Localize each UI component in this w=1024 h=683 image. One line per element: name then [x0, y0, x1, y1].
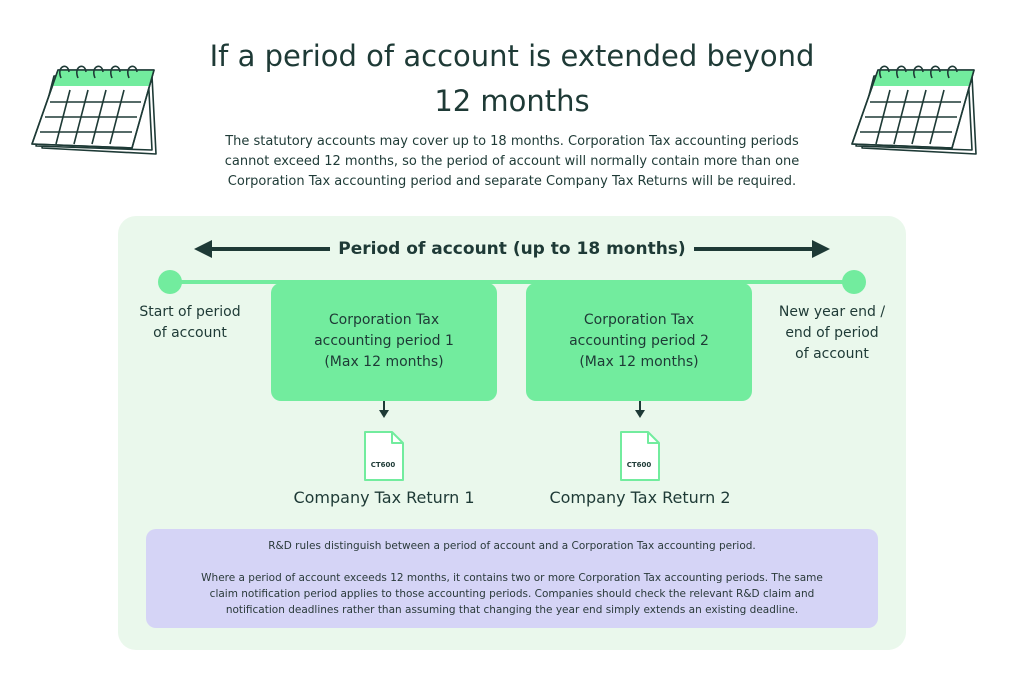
ap2-line-2: accounting period 2	[569, 333, 709, 349]
start-of-period-label: Start of period of account	[128, 302, 252, 344]
ap1-line-1: Corporation Tax	[328, 312, 440, 328]
company-tax-return-2-label: Company Tax Return 2	[549, 488, 731, 507]
note-line-2: claim notification period applies to tho…	[209, 588, 815, 600]
ap1-line-3: (Max 12 months)	[324, 354, 444, 370]
timeline-start-dot	[158, 270, 182, 294]
intro-text: The statutory accounts may cover up to 1…	[190, 132, 834, 192]
down-arrow-1	[379, 401, 389, 418]
period-of-account-label: Period of account (up to 18 months)	[338, 239, 686, 259]
accounting-period-2-box: Corporation Tax accounting period 2 (Max…	[526, 283, 752, 401]
document-icon	[620, 431, 660, 481]
intro-line-2: cannot exceed 12 months, so the period o…	[224, 154, 800, 169]
start-label-line-1: Start of period	[139, 304, 241, 320]
note-paragraph-1: R&D rules distinguish between a period o…	[268, 540, 756, 552]
note-line-3: notification deadlines rather than assum…	[225, 604, 799, 616]
ap2-line-3: (Max 12 months)	[579, 354, 699, 370]
start-label-line-2: of account	[153, 325, 227, 341]
note-paragraph-2: Where a period of account exceeds 12 mon…	[170, 570, 854, 618]
title-line-1: If a period of account is extended beyon…	[209, 39, 815, 73]
timeline	[158, 270, 866, 294]
period-arrow	[194, 240, 830, 258]
title-line-2: 12 months	[434, 84, 590, 118]
ap2-line-1: Corporation Tax	[583, 312, 695, 328]
intro-line-1: The statutory accounts may cover up to 1…	[225, 134, 799, 149]
calendar-icon	[851, 65, 977, 155]
ap1-line-2: accounting period 1	[314, 333, 454, 349]
note-line-1: Where a period of account exceeds 12 mon…	[201, 572, 823, 584]
down-arrow-2	[635, 401, 645, 418]
ct600-tag-2: CT600	[626, 461, 652, 469]
accounting-period-1-box: Corporation Tax accounting period 1 (Max…	[271, 283, 497, 401]
ct600-tag-1: CT600	[370, 461, 396, 469]
page-title: If a period of account is extended beyon…	[180, 34, 844, 124]
end-label-line-1: New year end /	[778, 304, 886, 320]
end-of-period-label: New year end / end of period of account	[766, 302, 898, 365]
company-tax-return-1-label: Company Tax Return 1	[293, 488, 475, 507]
end-label-line-3: of account	[795, 346, 869, 362]
end-label-line-2: end of period	[785, 325, 879, 341]
calendar-icon	[31, 65, 157, 155]
rd-rules-note: R&D rules distinguish between a period o…	[146, 529, 878, 628]
document-icon	[364, 431, 404, 481]
intro-line-3: Corporation Tax accounting period and se…	[227, 174, 797, 189]
timeline-end-dot	[842, 270, 866, 294]
